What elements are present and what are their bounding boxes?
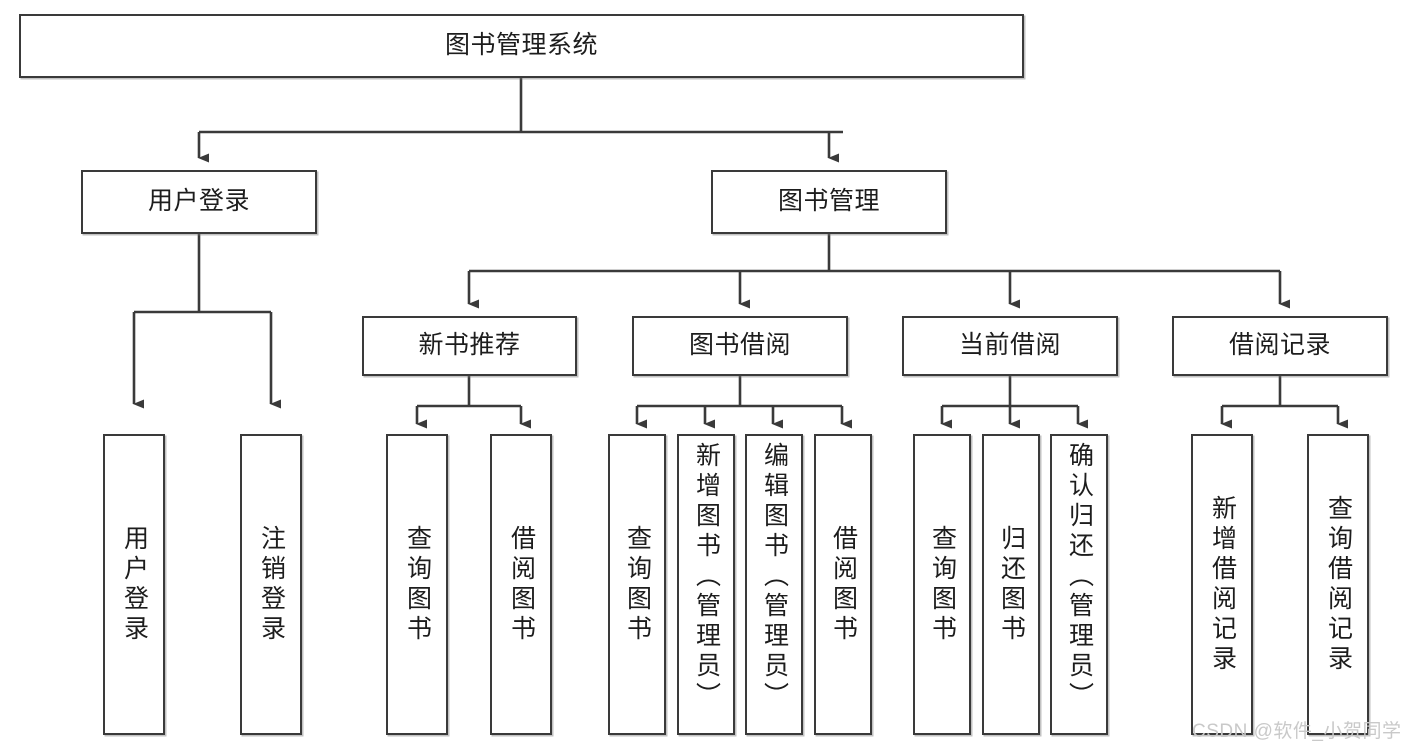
node-label: 编辑图书（管理员） (760, 442, 789, 712)
leaf-add-book[interactable]: 新增图书（管理员） (677, 434, 735, 735)
node-label: 查询借阅记录 (1324, 494, 1353, 675)
node-borrow-record[interactable]: 借阅记录 (1172, 316, 1388, 376)
node-label: 当前借阅 (958, 331, 1061, 360)
node-user-login[interactable]: 用户登录 (81, 170, 317, 234)
node-label: 新书推荐 (418, 331, 521, 360)
leaf-logout-login[interactable]: 注销登录 (240, 434, 302, 735)
node-label: 图书管理 (777, 187, 880, 216)
node-current-borrow[interactable]: 当前借阅 (902, 316, 1118, 376)
leaf-query-book-1[interactable]: 查询图书 (386, 434, 448, 735)
leaf-borrow-book-1[interactable]: 借阅图书 (490, 434, 552, 735)
node-label: 确认归还（管理员） (1065, 442, 1094, 712)
node-book-manage[interactable]: 图书管理 (711, 170, 947, 234)
leaf-borrow-book-2[interactable]: 借阅图书 (814, 434, 872, 735)
node-label: 图书借阅 (688, 331, 791, 360)
leaf-return-book[interactable]: 归还图书 (982, 434, 1040, 735)
node-label: 归还图书 (997, 524, 1026, 645)
node-root-system[interactable]: 图书管理系统 (19, 14, 1024, 78)
leaf-query-book-2[interactable]: 查询图书 (608, 434, 666, 735)
csdn-watermark: CSDN @软件_小贺同学 (1192, 721, 1402, 742)
leaf-add-record[interactable]: 新增借阅记录 (1191, 434, 1253, 735)
leaf-edit-book[interactable]: 编辑图书（管理员） (745, 434, 803, 735)
leaf-query-record[interactable]: 查询借阅记录 (1307, 434, 1369, 735)
node-label: 注销登录 (257, 524, 286, 645)
leaf-query-book-3[interactable]: 查询图书 (913, 434, 971, 735)
node-book-borrow[interactable]: 图书借阅 (632, 316, 848, 376)
node-label: 新增借阅记录 (1208, 494, 1237, 675)
node-label: 查询图书 (623, 524, 652, 645)
leaf-confirm-return[interactable]: 确认归还（管理员） (1050, 434, 1108, 735)
node-label: 新增图书（管理员） (692, 442, 721, 712)
node-label: 用户登录 (120, 524, 149, 645)
node-label: 借阅图书 (507, 524, 536, 645)
node-label: 借阅记录 (1228, 331, 1331, 360)
leaf-user-login[interactable]: 用户登录 (103, 434, 165, 735)
node-label: 查询图书 (928, 524, 957, 645)
node-new-book-recommend[interactable]: 新书推荐 (362, 316, 577, 376)
node-label: 借阅图书 (829, 524, 858, 645)
node-label: 图书管理系统 (444, 31, 598, 60)
node-label: 用户登录 (147, 187, 250, 216)
node-label: 查询图书 (403, 524, 432, 645)
